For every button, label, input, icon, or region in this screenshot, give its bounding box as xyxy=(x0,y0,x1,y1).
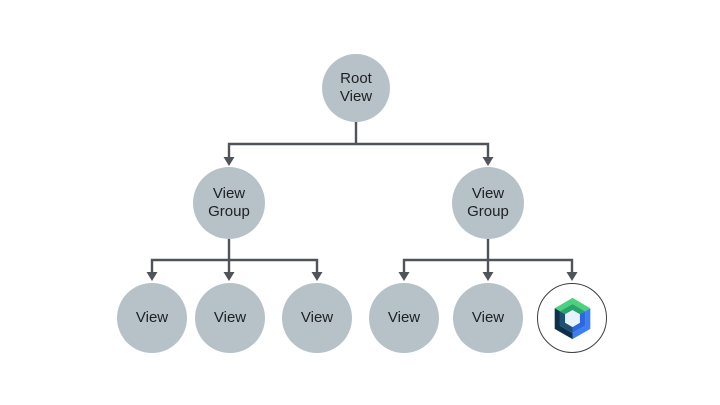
node-label: View xyxy=(135,309,169,326)
node-compose xyxy=(537,283,607,353)
node-label: View xyxy=(300,309,334,326)
node-view-right-1: View xyxy=(369,283,439,353)
compose-logo-right-face xyxy=(572,307,590,339)
jetpack-compose-icon xyxy=(554,297,590,339)
compose-logo-top-face xyxy=(554,297,590,311)
node-label: Root View xyxy=(339,70,373,105)
node-view-left-1: View xyxy=(117,283,187,353)
arrowhead-icon xyxy=(566,272,578,281)
arrowhead-icon xyxy=(482,157,494,166)
node-root-view: Root View xyxy=(322,54,390,122)
arrowheads xyxy=(146,157,578,281)
arrowhead-icon xyxy=(311,272,323,281)
compose-logo-center-hexagon xyxy=(564,309,580,327)
compose-logo-left-bevel xyxy=(559,310,572,333)
arrowhead-icon xyxy=(223,272,235,281)
compose-logo-top-bevel xyxy=(559,303,585,314)
node-view-group-right: View Group xyxy=(452,167,524,239)
connector-lines xyxy=(150,121,574,274)
node-view-right-2: View xyxy=(453,283,523,353)
node-label: View xyxy=(387,309,421,326)
node-label: View xyxy=(471,309,505,326)
node-label: View Group xyxy=(467,185,509,220)
compose-logo-right-bevel xyxy=(572,310,585,333)
node-view-left-3: View xyxy=(282,283,352,353)
node-label: View Group xyxy=(208,185,250,220)
arrowhead-icon xyxy=(223,157,235,166)
arrowhead-icon xyxy=(398,272,410,281)
compose-logo-left-face xyxy=(554,307,572,339)
arrowhead-icon xyxy=(146,272,158,281)
arrowhead-icon xyxy=(482,272,494,281)
node-label: View xyxy=(213,309,247,326)
node-view-left-2: View xyxy=(195,283,265,353)
node-view-group-left: View Group xyxy=(193,167,265,239)
